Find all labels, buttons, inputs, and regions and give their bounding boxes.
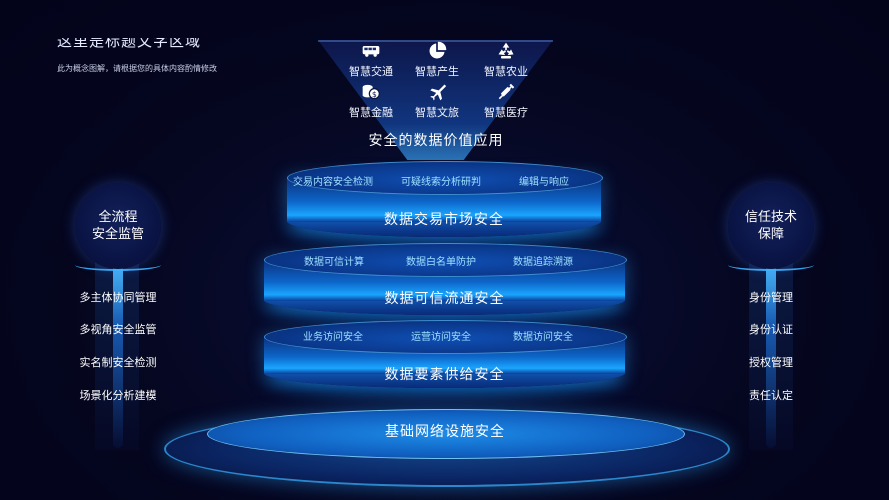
right-pillar-item: 责任认定 (749, 389, 793, 402)
layer-label: 数据交易市场安全 (384, 212, 504, 228)
layer-chip: 业务访问安全 (303, 332, 363, 343)
syringe-icon (498, 83, 515, 100)
airplane-icon (430, 84, 447, 101)
layer-label: 数据可信流通安全 (384, 291, 505, 307)
pillar-beam (113, 258, 123, 448)
layer-chip: 编辑与响应 (519, 177, 569, 188)
pie-chart-icon (429, 41, 447, 59)
app-smart-finance: $ 智慧金融 (336, 82, 406, 120)
right-pillar-title: 信任技术保障 (728, 183, 814, 271)
layer-chip: 数据追踪溯源 (513, 257, 573, 268)
layer-chip: 交易内容安全检测 (293, 177, 373, 188)
bus-icon (362, 46, 380, 57)
pillar-beam (766, 258, 776, 448)
app-smart-agriculture: 智慧农业 (471, 41, 541, 79)
app-smart-transport: 智慧交通 (336, 41, 406, 79)
svg-text:$: $ (372, 90, 377, 99)
left-pillar-title: 全流程安全监管 (75, 183, 161, 271)
layer-chip: 运营访问安全 (411, 332, 471, 343)
coins-icon: $ (362, 84, 380, 100)
base-ring-inner (207, 409, 685, 459)
app-smart-production: 智慧产生 (402, 41, 472, 79)
funnel-top-edge (318, 40, 553, 42)
apex-label: 安全的数据价值应用 (368, 133, 504, 149)
layer-top-surface (264, 320, 627, 354)
layer-chip: 数据访问安全 (513, 332, 573, 343)
layer-label: 数据要素供给安全 (384, 367, 505, 383)
left-pillar-item: 多主体协同管理 (79, 291, 157, 304)
left-pillar-item: 多视角安全监管 (79, 323, 157, 336)
layer-chip: 数据可信计算 (304, 257, 364, 268)
layer-top-surface (287, 161, 603, 195)
layer-top-surface (264, 243, 627, 277)
recycle-icon (498, 42, 514, 59)
left-pillar-item: 实名制安全检测 (79, 356, 157, 369)
app-smart-tourism: 智慧文旅 (402, 82, 472, 120)
right-pillar-item: 身份管理 (749, 291, 793, 304)
left-pillar-item: 场景化分析建模 (79, 389, 157, 402)
layer-label: 基础网络设施安全 (385, 424, 505, 440)
app-smart-healthcare: 智慧医疗 (471, 82, 541, 120)
right-pillar-item: 身份认证 (749, 323, 793, 336)
right-pillar-item: 授权管理 (749, 356, 793, 369)
page-title: 这里是标题文字区域 (57, 32, 202, 50)
layer-chip: 可疑线索分析研判 (401, 177, 481, 188)
page-subtitle: 此为概念图解，请根据您的具体内容酌情修改 (57, 64, 217, 73)
layer-chip: 数据白名单防护 (406, 257, 476, 268)
